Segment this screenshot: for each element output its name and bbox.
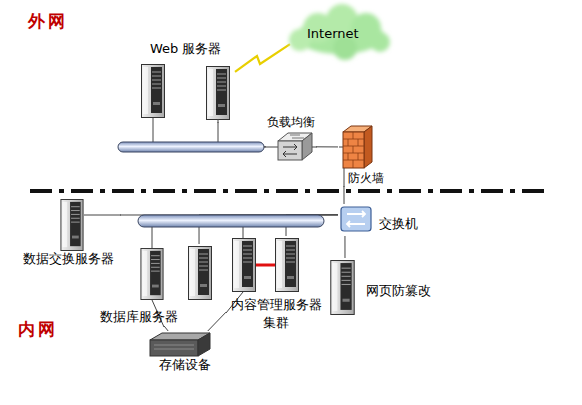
cluster-link — [256, 264, 275, 267]
node-label: Internet — [307, 27, 359, 41]
server-icon — [142, 65, 165, 118]
zone-label: 内网 — [18, 318, 58, 341]
wire — [218, 119, 219, 123]
wire — [153, 118, 154, 143]
server-icon — [61, 199, 83, 250]
node-label: 数据交换服务器 — [23, 252, 114, 266]
device-node: 交换机 — [338, 204, 424, 236]
connector-line — [344, 236, 345, 258]
node-label: 内容管理服务器 集群 — [228, 296, 324, 331]
server-icon — [331, 261, 354, 315]
storage-node: 存储设备 — [148, 331, 220, 375]
connector-line — [235, 44, 290, 72]
firewall-icon — [343, 126, 372, 168]
cloud — [289, 4, 390, 60]
server-group: 数据库服务器 — [98, 244, 214, 326]
zone-separator — [30, 189, 548, 193]
server-icon — [233, 239, 256, 292]
node-label: 负载均衡 — [267, 116, 315, 129]
node-label: 防火墙 — [348, 172, 384, 185]
link-line — [344, 236, 345, 258]
node-label: 存储设备 — [159, 358, 211, 372]
device-node: 防火墙 — [338, 124, 390, 186]
server-node: 数据交换服务器 — [18, 198, 120, 268]
wire — [312, 147, 317, 148]
link-line — [316, 146, 338, 147]
load-balancer-icon — [278, 133, 312, 160]
zone-label: 外网 — [28, 10, 68, 33]
node-label: 交换机 — [379, 217, 418, 231]
lightning-link — [235, 44, 290, 72]
wire — [264, 147, 279, 148]
connector-line — [164, 326, 168, 331]
server-icon — [189, 247, 212, 300]
storage-icon — [150, 333, 210, 356]
wire — [243, 227, 244, 238]
server-node: 网页防篡改 — [328, 258, 442, 316]
connector-line — [208, 312, 226, 331]
network-bus — [138, 215, 324, 227]
device-node: 负载均衡 — [266, 116, 316, 162]
server-group: Web 服务器 — [135, 40, 235, 122]
switch-icon — [341, 207, 371, 231]
wire — [84, 215, 121, 216]
node-label: Web 服务器 — [150, 42, 221, 56]
network-bus — [118, 142, 264, 152]
node-label: 网页防篡改 — [366, 284, 431, 298]
link-line — [164, 326, 168, 331]
cloud-node: Internet — [290, 5, 388, 60]
connector-line — [316, 146, 338, 147]
connector-line — [343, 186, 344, 204]
server-icon — [141, 248, 163, 299]
wire — [344, 168, 345, 187]
server-cluster: 内容管理服务器 集群 — [226, 236, 326, 330]
link-line — [208, 312, 226, 331]
server-icon — [276, 239, 299, 292]
link-line — [343, 186, 344, 204]
node-label: 数据库服务器 — [100, 310, 178, 324]
wire — [152, 227, 153, 248]
server-icon — [207, 67, 230, 120]
